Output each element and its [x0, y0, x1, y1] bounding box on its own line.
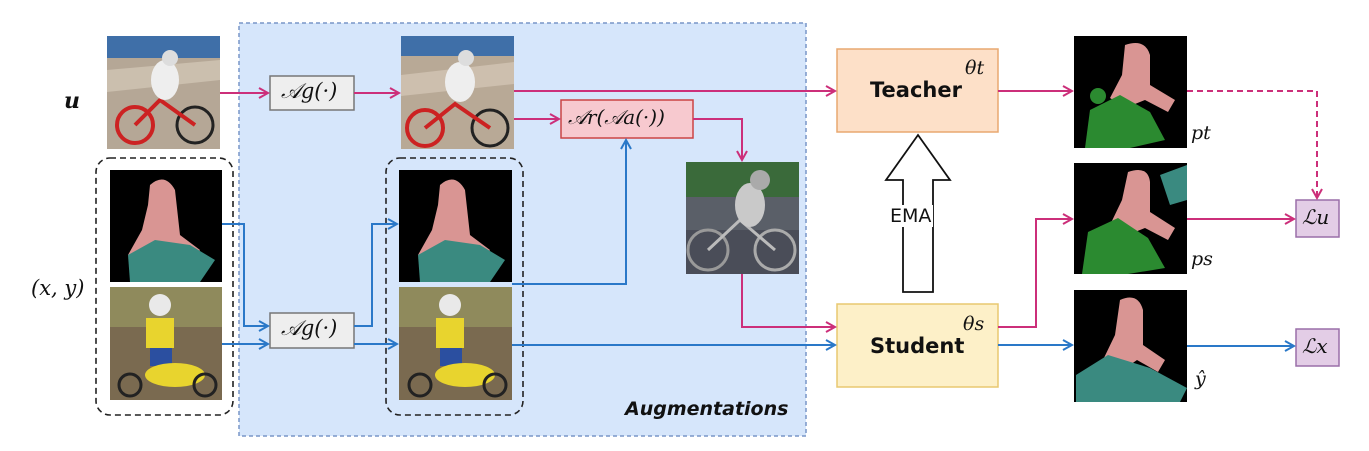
ground-truth-label: ŷ — [1195, 368, 1206, 390]
teacher-param-label: θt — [965, 57, 985, 79]
unlabeled-cyclist-image — [107, 36, 220, 149]
arrow-aug-to-aug-mask — [354, 224, 397, 327]
student-label: Student — [870, 334, 965, 358]
student-box — [836, 303, 999, 388]
unsupervised-loss-box — [1295, 199, 1340, 238]
photometric-aug-box — [560, 99, 694, 139]
supervised-loss-label: ℒx — [1302, 334, 1328, 358]
arrow-mixed-to-student — [741, 274, 835, 327]
geometric-aug-label-bottom: 𝒜g(·) — [281, 316, 338, 340]
labeled-input-label: (x, y) — [31, 276, 85, 300]
augmented-mask-image — [399, 170, 512, 282]
teacher-prediction-label: pt — [1191, 122, 1211, 144]
arrow-aug-mask-to-photo-aug — [512, 140, 626, 285]
unlabeled-input-label: u — [64, 88, 80, 114]
geometric-aug-box-bottom — [269, 312, 355, 349]
arrow-pt-to-lu — [1187, 90, 1317, 198]
ema-label: EMA — [888, 205, 934, 227]
arrow-student-to-ps — [998, 219, 1072, 328]
augmented-cyclist-image — [401, 36, 514, 149]
student-prediction-image — [1074, 163, 1187, 274]
student-prediction-label: ps — [1191, 248, 1213, 270]
labeled-input-group — [95, 157, 234, 416]
supervised-loss-box — [1295, 328, 1340, 367]
ground-truth-mask-image — [1074, 290, 1187, 402]
teacher-prediction-image — [1074, 36, 1187, 148]
photometric-aug-label: 𝒜r(𝒜a(·)) — [568, 105, 665, 129]
label-mask-image — [110, 170, 222, 282]
arrow-mask-to-aug — [222, 223, 268, 326]
augmented-labeled-group — [385, 157, 524, 416]
augmented-motocross-image — [399, 287, 512, 400]
mixed-augmented-image — [686, 162, 799, 274]
unsupervised-loss-label: ℒu — [1302, 205, 1330, 229]
labeled-motocross-image — [110, 287, 222, 400]
teacher-label: Teacher — [870, 78, 962, 102]
geometric-aug-label-top: 𝒜g(·) — [281, 79, 338, 103]
arrow-photo-to-mixed — [693, 118, 742, 160]
student-param-label: θs — [963, 313, 985, 335]
augmentations-label: Augmentations — [625, 398, 789, 420]
